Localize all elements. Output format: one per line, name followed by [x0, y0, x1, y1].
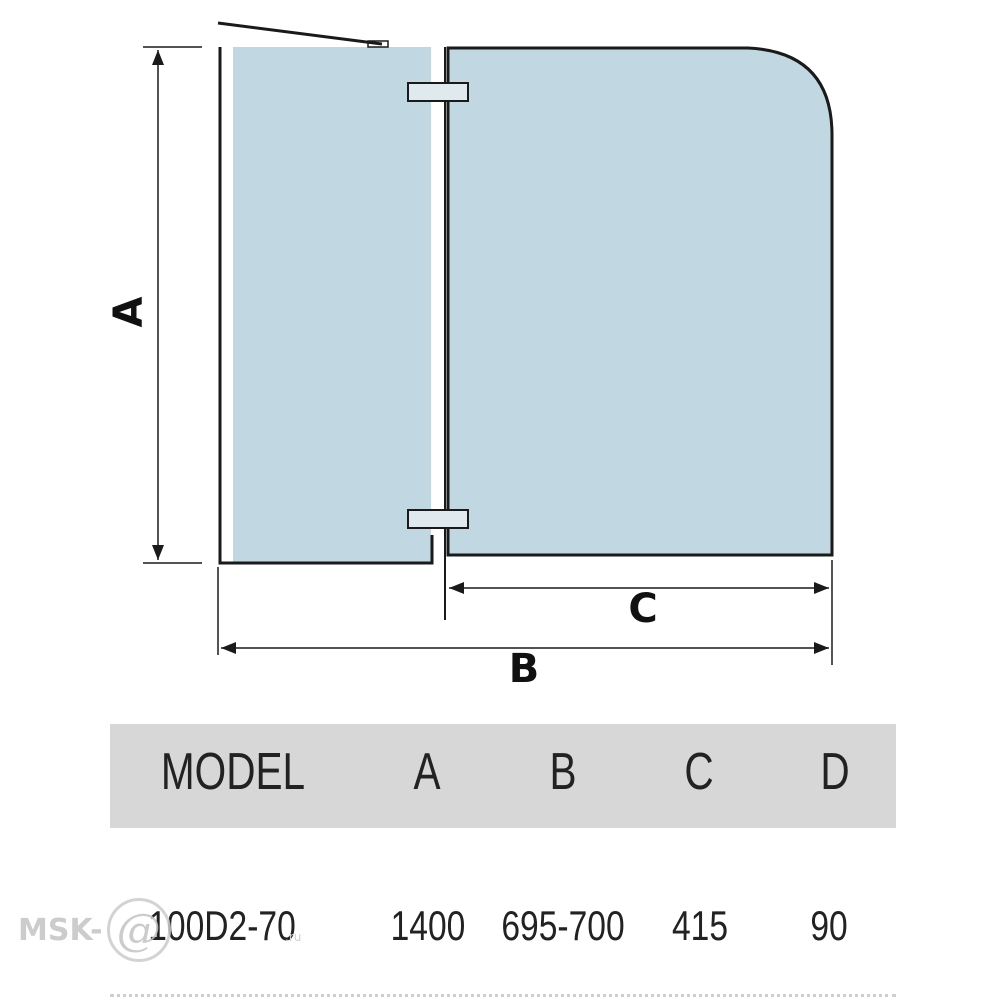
table-header-d: D [820, 743, 850, 801]
table-header-c: C [684, 743, 714, 801]
hinge-bottom [407, 509, 469, 529]
watermark-suffix: .ru [285, 930, 302, 944]
table-cell-d: 90 [810, 902, 848, 949]
table-header-b: B [549, 743, 577, 801]
shower-screen-diagram: A C B [106, 21, 834, 692]
swing-glass-panel [446, 46, 834, 557]
table-cell-model: 100D2-70 [148, 902, 296, 949]
hinge-top [407, 82, 469, 102]
fixed-panel-outline [218, 47, 434, 565]
dimension-c-label: C [628, 586, 657, 632]
table-cell-b: 695-700 [501, 902, 625, 949]
watermark-at-icon: @ [106, 898, 171, 962]
table-header-a: A [413, 743, 441, 801]
support-bar-clamp [367, 40, 389, 48]
dimension-a-label: A [106, 296, 152, 327]
table-header-model: MODEL [160, 743, 306, 801]
watermark-prefix: MSK- [18, 912, 103, 948]
watermark: MSK- @ [18, 895, 171, 965]
fixed-glass-panel [233, 47, 431, 562]
table-cell-c: 415 [671, 902, 729, 949]
watermark-symbol: @ [116, 904, 161, 956]
dotted-divider [110, 994, 896, 997]
support-bar [217, 21, 383, 46]
dimension-b-label: B [509, 646, 540, 692]
table-cell-a: 1400 [390, 902, 466, 949]
table-header-band [110, 724, 896, 828]
